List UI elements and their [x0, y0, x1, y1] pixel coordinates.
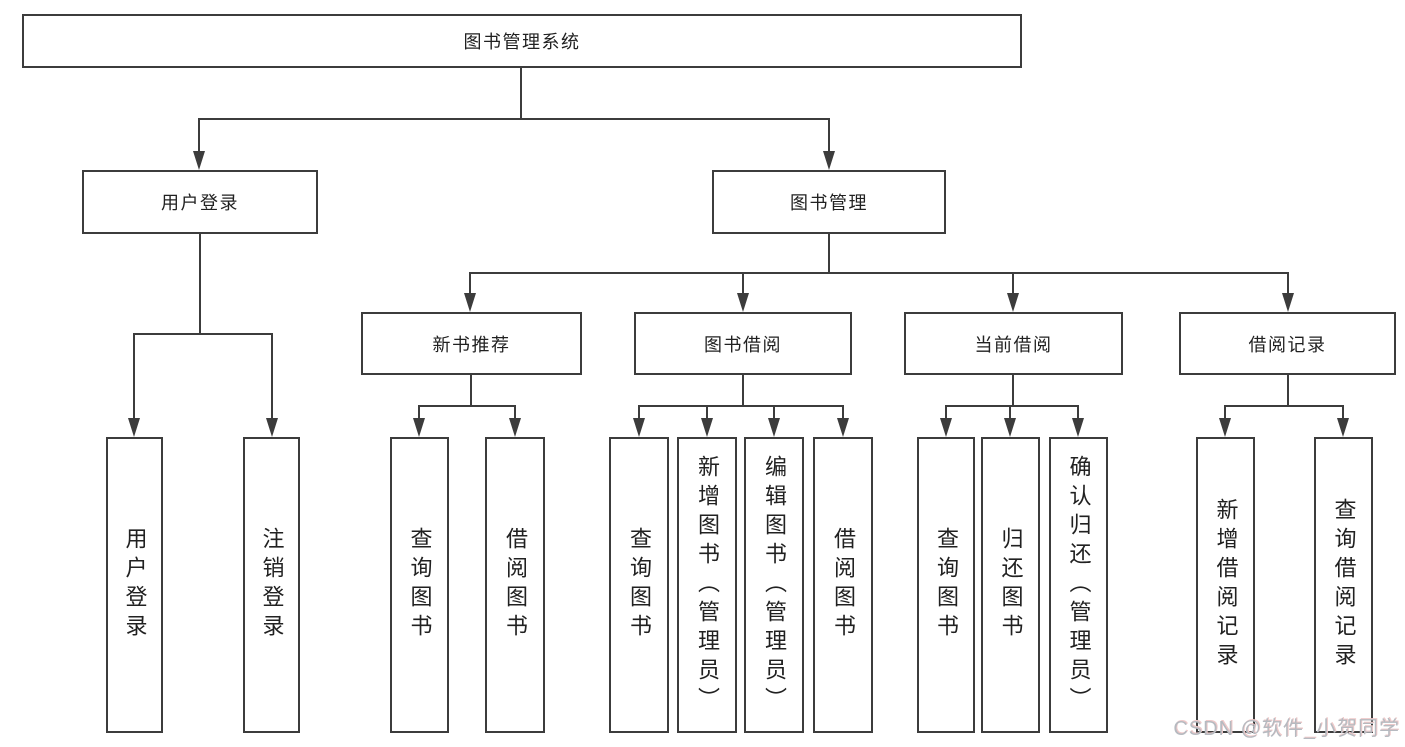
leaf-nb-borrow-books: 借阅图书: [485, 437, 545, 733]
leaf-logout: 注销登录: [243, 437, 300, 733]
leaf-user-login: 用户登录: [106, 437, 163, 733]
leaf-br-query-record: 查询借阅记录: [1314, 437, 1373, 733]
node-new-book-recommend: 新书推荐: [361, 312, 582, 375]
node-current-borrow: 当前借阅: [904, 312, 1123, 375]
leaf-cb-return-books: 归还图书: [981, 437, 1040, 733]
connector-current-borrow-to-leaves: [940, 374, 1084, 437]
leaf-cb-query-books: 查询图书: [917, 437, 975, 733]
leaf-bb-edit-books-admin: 编辑图书（管理员）: [744, 437, 804, 733]
node-root: 图书管理系统: [22, 14, 1022, 68]
connector-book-borrow-to-leaves: [633, 374, 849, 437]
node-book-management: 图书管理: [712, 170, 946, 234]
node-borrow-records: 借阅记录: [1179, 312, 1396, 375]
leaf-bb-query-books: 查询图书: [609, 437, 669, 733]
connector-root-to-branches: [193, 67, 835, 170]
leaf-br-add-record: 新增借阅记录: [1196, 437, 1255, 733]
connector-book-management-to-groups: [464, 233, 1294, 312]
leaf-nb-query-books: 查询图书: [390, 437, 449, 733]
leaf-cb-confirm-return-admin: 确认归还（管理员）: [1049, 437, 1108, 733]
leaf-bb-add-books-admin: 新增图书（管理员）: [677, 437, 737, 733]
leaf-bb-borrow-books: 借阅图书: [813, 437, 873, 733]
connector-new-book-recommend-to-leaves: [413, 374, 521, 437]
node-book-borrow: 图书借阅: [634, 312, 852, 375]
node-user-login: 用户登录: [82, 170, 318, 234]
watermark: CSDN @软件_小贺同学: [1173, 718, 1400, 740]
connector-borrow-records-to-leaves: [1219, 374, 1349, 437]
connector-user-login-to-leaves: [128, 233, 278, 437]
